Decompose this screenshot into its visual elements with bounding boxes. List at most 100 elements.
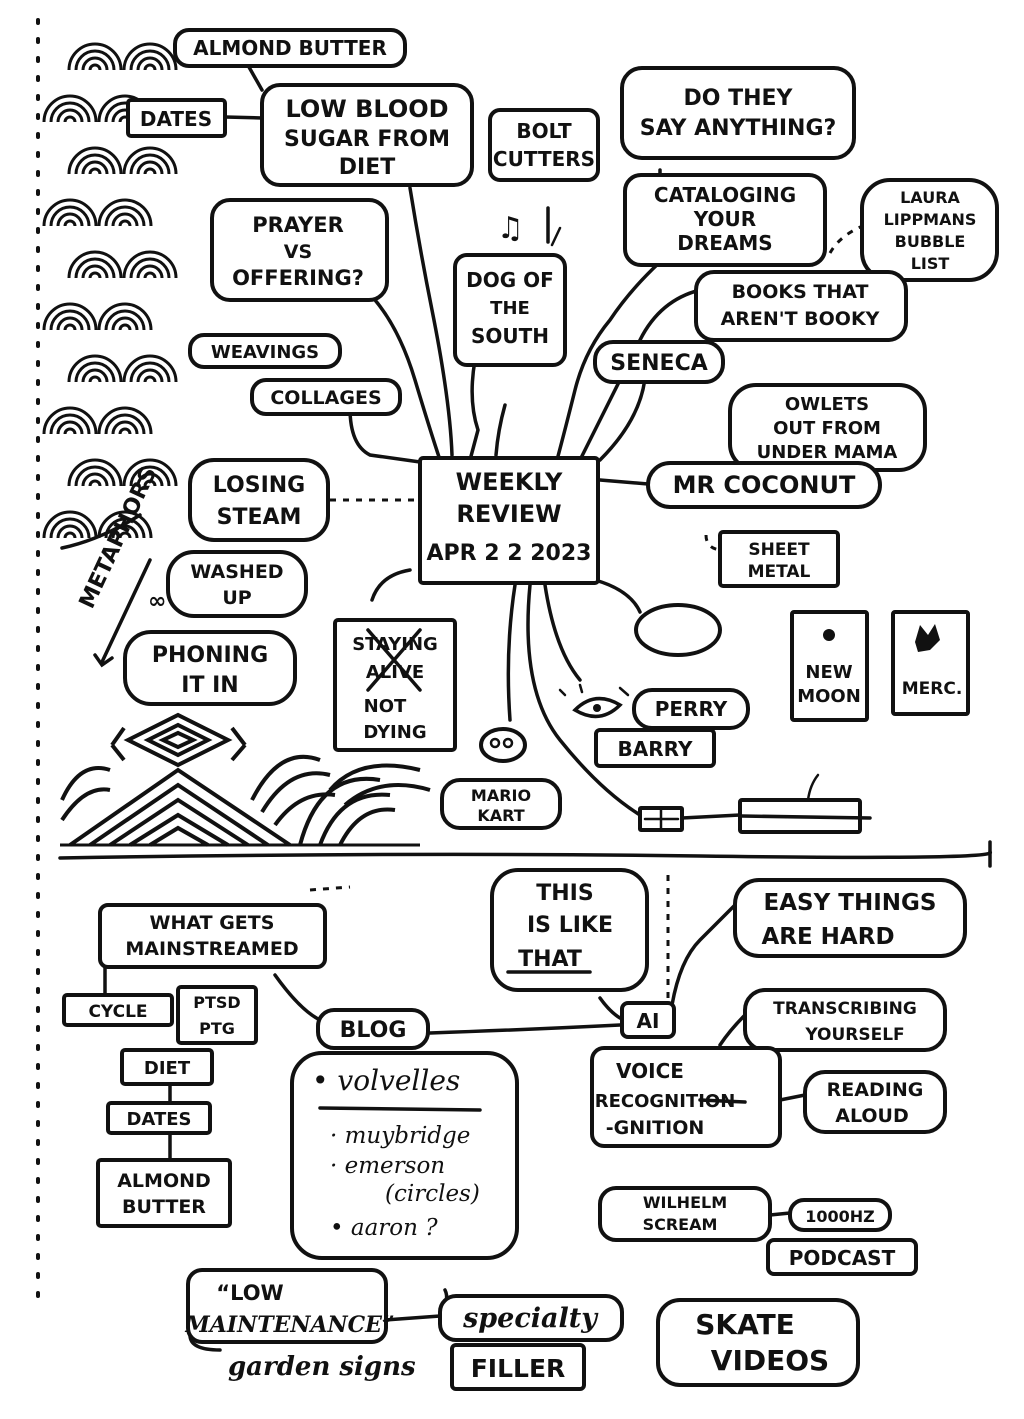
node-barry: BARRY [594, 728, 716, 768]
svg-text:VOICE: VOICE [616, 1059, 684, 1083]
svg-text:WASHED: WASHED [190, 561, 283, 583]
svg-text:TRANSCRIBING: TRANSCRIBING [773, 999, 917, 1019]
svg-text:· emerson: · emerson [330, 1153, 445, 1179]
svg-text:WEEKLY: WEEKLY [456, 468, 563, 496]
node-reading-aloud: READING ALOUD [803, 1070, 947, 1134]
svg-text:MARIO: MARIO [471, 786, 531, 805]
svg-text:AI: AI [637, 1009, 660, 1033]
node-podcast: PODCAST [766, 1238, 918, 1276]
svg-text:OWLETS: OWLETS [785, 394, 869, 415]
svg-text:♫: ♫ [497, 211, 524, 246]
crossed-out-box [738, 798, 872, 834]
node-garden-signs: garden signs [228, 1352, 416, 1382]
node-collages: COLLAGES [250, 378, 402, 416]
node-voice-recognition: VOICE RECOGNITION -GNITION [590, 1046, 782, 1148]
node-low-maintenance: “LOW MAINTENANCE” [184, 1268, 395, 1344]
svg-text:YOUR: YOUR [693, 207, 756, 231]
svg-text:WHAT GETS: WHAT GETS [150, 912, 275, 934]
svg-text:METAL: METAL [748, 562, 811, 582]
svg-text:LAURA: LAURA [900, 188, 960, 207]
node-easy-things: EASY THINGS ARE HARD [733, 878, 967, 958]
svg-text:LIPPMANS: LIPPMANS [884, 210, 977, 229]
svg-text:BOOKS THAT: BOOKS THAT [732, 281, 869, 303]
node-mr-coconut: MR COCONUT [646, 461, 882, 509]
svg-text:(circles): (circles) [385, 1181, 480, 1207]
node-diet: DIET [120, 1048, 214, 1086]
svg-text:PRAYER: PRAYER [252, 213, 344, 237]
svg-text:ALOUD: ALOUD [835, 1105, 909, 1127]
node-dog-of-the-south: DOG OF THE SOUTH [453, 253, 567, 367]
svg-text:THAT: THAT [518, 947, 582, 972]
svg-text:PTSD: PTSD [193, 993, 240, 1012]
svg-text:SUGAR FROM: SUGAR FROM [284, 127, 450, 152]
svg-text:KART: KART [477, 806, 524, 825]
node-losing-steam: LOSING STEAM [188, 458, 330, 542]
node-sheet-metal: SHEET METAL [718, 530, 840, 588]
svg-text:BUBBLE: BUBBLE [895, 232, 966, 251]
svg-text:WILHELM: WILHELM [643, 1193, 727, 1212]
svg-text:1000HZ: 1000HZ [805, 1207, 875, 1226]
connectors-bottom [103, 885, 807, 1352]
svg-text:CYCLE: CYCLE [88, 1002, 147, 1022]
svg-text:SCREAM: SCREAM [643, 1215, 718, 1234]
eye-icon [558, 683, 630, 719]
svg-text:COLLAGES: COLLAGES [270, 387, 381, 409]
svg-text:“LOW: “LOW [216, 1281, 283, 1305]
svg-text:SKATE: SKATE [695, 1308, 795, 1341]
svg-text:DATES: DATES [140, 107, 212, 131]
svg-text:YOURSELF: YOURSELF [804, 1025, 904, 1045]
svg-text:∞: ∞ [148, 589, 166, 614]
svg-text:DO THEY: DO THEY [683, 86, 793, 111]
svg-text:CATALOGING: CATALOGING [654, 183, 796, 207]
svg-text:NOT: NOT [364, 696, 407, 717]
node-filler: FILLER [450, 1343, 586, 1391]
svg-text:REVIEW: REVIEW [456, 500, 561, 528]
node-this-is-like-that: THIS IS LIKE THAT [490, 868, 649, 992]
svg-text:LIST: LIST [911, 254, 950, 273]
node-prayer-vs-offering: PRAYER VS OFFERING? [210, 198, 389, 302]
svg-text:FILLER: FILLER [471, 1354, 566, 1383]
node-books-not-booky: BOOKS THAT AREN'T BOOKY [694, 270, 908, 342]
svg-text:PERRY: PERRY [655, 697, 728, 721]
svg-text:SOUTH: SOUTH [471, 324, 549, 348]
svg-text:RECOGNITION: RECOGNITION [595, 1091, 736, 1112]
small-box-icon [638, 806, 684, 832]
node-transcribing: TRANSCRIBING YOURSELF [743, 988, 947, 1052]
svg-text:IT IN: IT IN [181, 673, 238, 698]
svg-text:BOLT: BOLT [516, 119, 572, 143]
svg-text:EASY THINGS: EASY THINGS [764, 890, 937, 916]
svg-text:DIET: DIET [144, 1058, 191, 1079]
node-washed-up: WASHED UP ∞ [148, 550, 308, 618]
node-dates-top: DATES [126, 98, 227, 138]
node-ai: AI [620, 1001, 676, 1039]
svg-text:THIS: THIS [536, 881, 593, 906]
svg-text:· muybridge: · muybridge [330, 1123, 470, 1149]
svg-text:WEAVINGS: WEAVINGS [211, 342, 319, 363]
node-staying-alive-not-dying: STAYING ALIVE NOT DYING [333, 618, 457, 752]
node-1000hz: 1000HZ [788, 1198, 892, 1232]
svg-text:BARRY: BARRY [618, 737, 693, 761]
svg-text:READING: READING [827, 1079, 924, 1101]
svg-text:• volvelles: • volvelles [312, 1064, 460, 1097]
svg-text:STEAM: STEAM [217, 505, 302, 530]
svg-text:PHONING: PHONING [152, 643, 268, 668]
svg-text:NEW: NEW [805, 662, 852, 683]
node-owlets: OWLETS OUT FROM UNDER MAMA [728, 383, 927, 472]
node-almond-butter-top: ALMOND BUTTER [173, 28, 407, 68]
node-ptsd-ptg: PTSD PTG [176, 985, 258, 1045]
svg-text:VIDEOS: VIDEOS [711, 1344, 829, 1377]
music-note-icon: ♫ [497, 206, 550, 246]
mercury-icon [915, 624, 940, 652]
svg-text:BUTTER: BUTTER [122, 1196, 206, 1218]
node-blog-list: • volvelles · muybridge · emerson (circl… [290, 1051, 519, 1260]
svg-text:UP: UP [222, 587, 251, 609]
svg-text:• aaron ?: • aaron ? [330, 1215, 438, 1241]
empty-bubble [634, 603, 722, 657]
node-new-moon: NEW MOON [790, 610, 869, 722]
svg-text:AREN'T BOOKY: AREN'T BOOKY [721, 308, 880, 330]
mountain-pattern-icon [60, 712, 431, 847]
mario-face-icon [479, 727, 527, 763]
svg-text:-GNITION: -GNITION [606, 1117, 705, 1139]
node-merc: MERC. [891, 610, 970, 716]
